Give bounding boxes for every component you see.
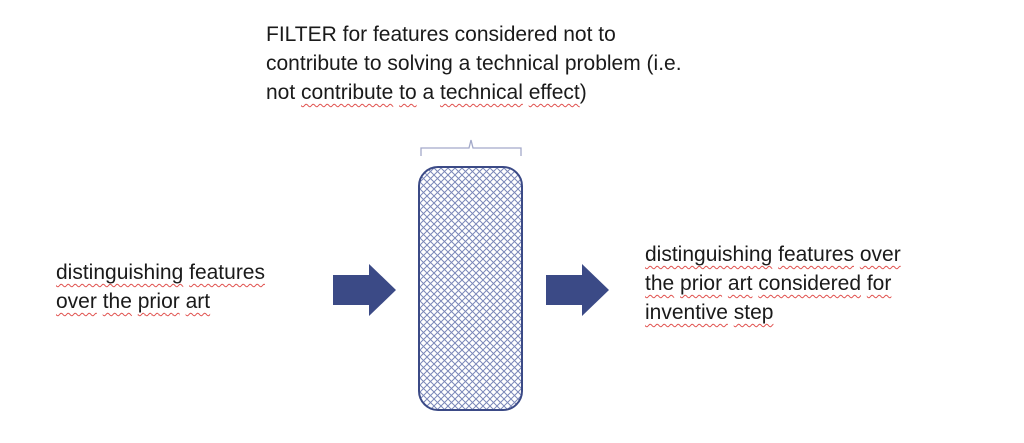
text-segment: FILTER for features considered not to (266, 23, 616, 46)
filter-caption-line-3: not contribute to a technical effect) (266, 78, 682, 107)
input-label-line-1: distinguishing features (56, 258, 265, 287)
text-segment: a (416, 81, 440, 104)
text-segment: ) (579, 81, 587, 104)
spellcheck-word: the (102, 290, 132, 313)
filter-brace (420, 139, 522, 156)
spellcheck-word: distinguishing (56, 261, 184, 284)
spellcheck-word: features (778, 243, 854, 266)
spellcheck-word: prior (680, 272, 723, 295)
text-segment: not (266, 81, 302, 104)
spellcheck-word: prior (137, 290, 180, 313)
output-label-line-2: the prior art considered for (645, 269, 901, 298)
output-label-line-1: distinguishing features over (645, 240, 901, 269)
filter-caption-line-1: FILTER for features considered not to (266, 20, 682, 49)
spellcheck-word: the (645, 272, 675, 295)
spellcheck-word: contribute (301, 81, 394, 104)
output-arrow-icon (546, 264, 609, 316)
spellcheck-word: considered (758, 272, 861, 295)
spellcheck-word: over (859, 243, 901, 266)
input-arrow-icon (333, 264, 396, 316)
input-label: distinguishing features over the prior a… (56, 258, 265, 316)
spellcheck-word: to (399, 81, 417, 104)
filter-caption-line-2: contribute to solving a technical proble… (266, 49, 682, 78)
spellcheck-word: over (56, 290, 97, 313)
spellcheck-word: inventive (645, 301, 728, 324)
spellcheck-word: step (733, 301, 774, 324)
spellcheck-word: art (727, 272, 753, 295)
spellcheck-word: art (185, 290, 211, 313)
input-label-line-2: over the prior art (56, 287, 265, 316)
spellcheck-word: effect (528, 81, 580, 104)
spellcheck-word: features (189, 261, 265, 284)
output-label: distinguishing features over the prior a… (645, 240, 901, 327)
filter-caption: FILTER for features considered not to co… (266, 20, 682, 107)
spellcheck-word: distinguishing (645, 243, 773, 266)
output-label-line-3: inventive step (645, 298, 901, 327)
text-segment: contribute to solving a technical proble… (266, 52, 682, 75)
filter-box (418, 166, 523, 411)
spellcheck-word: for (866, 272, 892, 295)
spellcheck-word: technical (439, 81, 523, 104)
